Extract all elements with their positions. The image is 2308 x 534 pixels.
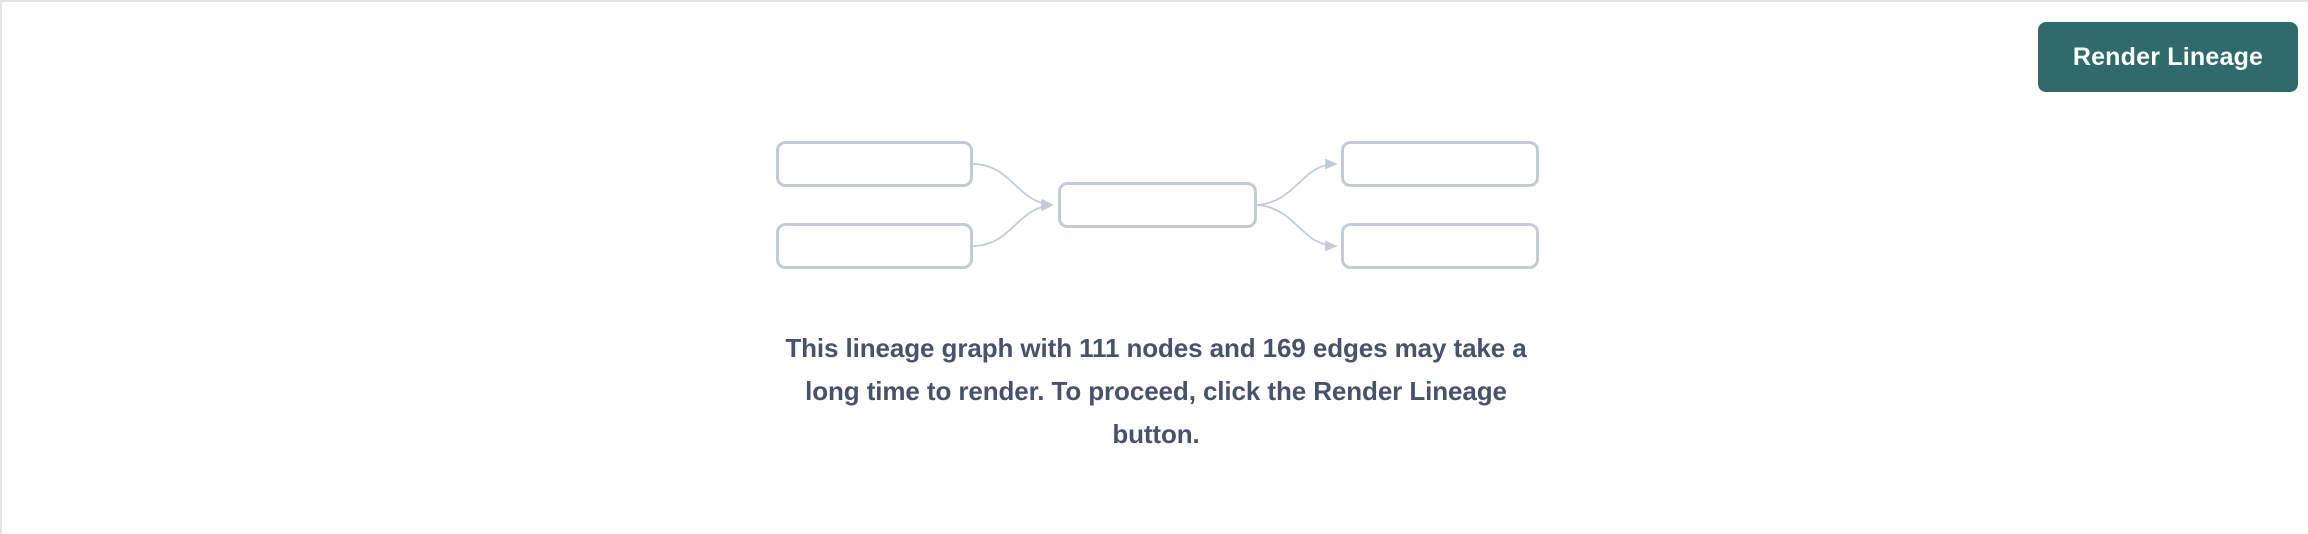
skeleton-node	[776, 141, 973, 187]
skeleton-edge	[971, 163, 1054, 210]
skeleton-node	[776, 223, 973, 269]
skeleton-edge	[1256, 204, 1338, 252]
skeleton-nodes	[776, 141, 1539, 269]
skeleton-edge	[971, 200, 1054, 247]
toolbar: Render Lineage	[2, 2, 2308, 112]
lineage-graph-skeleton	[776, 132, 1540, 277]
skeleton-node	[1341, 141, 1539, 187]
skeleton-edges	[971, 158, 1338, 252]
skeleton-edge	[1256, 158, 1338, 206]
render-lineage-button[interactable]: Render Lineage	[2038, 22, 2298, 92]
lineage-warning-message: This lineage graph with 111 nodes and 16…	[785, 333, 1527, 449]
skeleton-node	[1058, 182, 1257, 228]
skeleton-node	[1341, 223, 1539, 269]
